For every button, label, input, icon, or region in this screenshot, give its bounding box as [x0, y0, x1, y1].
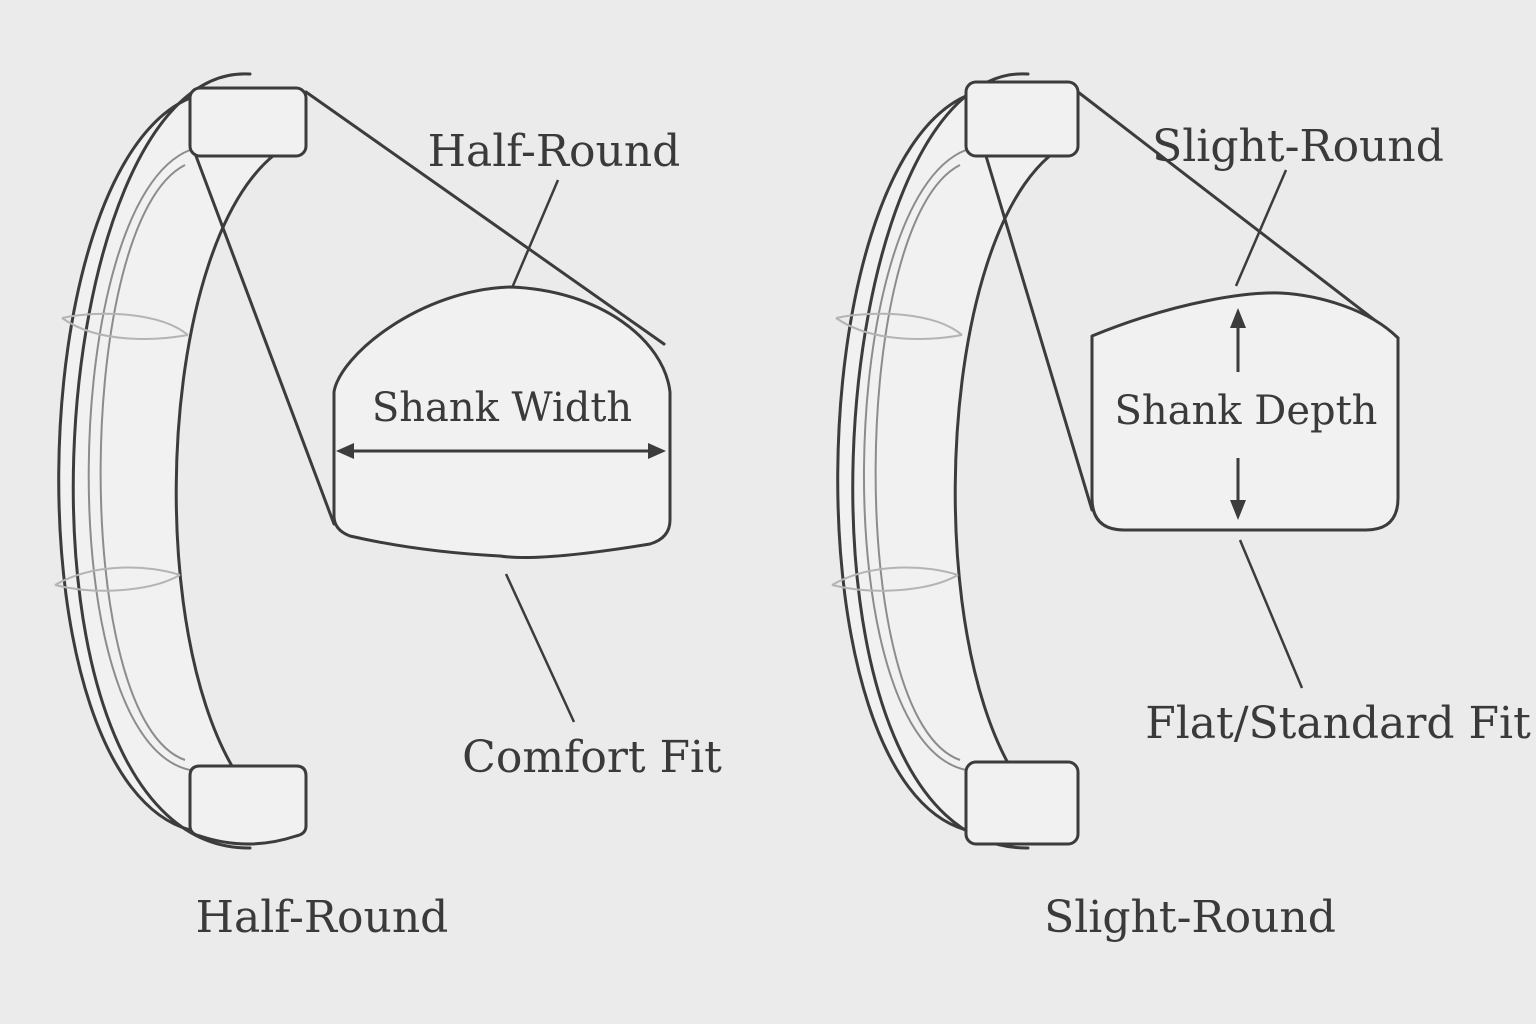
half-round-profile-label: Half-Round	[428, 126, 681, 177]
half-round-profile-shape	[332, 285, 672, 559]
slight-round-ring-inner-line-2	[874, 164, 961, 761]
shank-depth-arrow	[1230, 308, 1246, 520]
half-round-diagram: Half-Round Shank Width Comfort Fit Half-…	[54, 72, 722, 943]
half-round-top-section-block	[188, 86, 308, 158]
half-round-bottom-section-block	[188, 764, 308, 846]
shank-width-arrow	[336, 443, 666, 459]
half-round-ring-band	[54, 72, 302, 850]
half-round-ring-section-mark-top	[61, 312, 189, 340]
comfort-fit-leader	[504, 573, 576, 723]
flat-standard-fit-label: Flat/Standard Fit	[1145, 698, 1531, 749]
slight-round-diagram: Slight-Round Shank Depth Flat/Standard F…	[831, 72, 1531, 943]
half-round-caption: Half-Round	[196, 892, 449, 943]
slight-round-profile-leader	[1234, 169, 1288, 287]
slight-round-projection-line-top	[1076, 90, 1400, 340]
shank-depth-label: Shank Depth	[1115, 388, 1378, 434]
half-round-projection-line-bottom	[194, 154, 336, 526]
slight-round-projection-line-bottom	[984, 154, 1094, 512]
half-round-profile-leader	[510, 179, 560, 289]
slight-round-top-section-block	[964, 80, 1080, 158]
half-round-ring-section-mark-bottom	[54, 566, 181, 592]
half-round-projection-line-top	[304, 90, 666, 346]
half-round-ring-outer-edge	[71, 72, 252, 850]
slight-round-ring-outer-edge	[851, 72, 1030, 850]
half-round-ring-inner-line	[87, 149, 191, 771]
half-round-ring-body	[57, 96, 302, 832]
slight-round-ring-inner-line	[862, 149, 967, 771]
half-round-ring-inner-line-2	[99, 164, 186, 761]
slight-round-ring-section-mark-top	[835, 312, 963, 340]
comfort-fit-label: Comfort Fit	[462, 732, 722, 783]
slight-round-caption: Slight-Round	[1044, 892, 1336, 943]
slight-round-ring-band	[831, 72, 1078, 850]
slight-round-bottom-section-block	[964, 760, 1080, 846]
flat-standard-fit-leader	[1238, 539, 1304, 689]
shank-width-label: Shank Width	[372, 385, 632, 431]
slight-round-profile-shape	[1090, 291, 1400, 532]
slight-round-ring-section-mark-bottom	[831, 566, 959, 592]
slight-round-ring-body	[836, 94, 1078, 832]
slight-round-profile-label: Slight-Round	[1152, 121, 1444, 172]
